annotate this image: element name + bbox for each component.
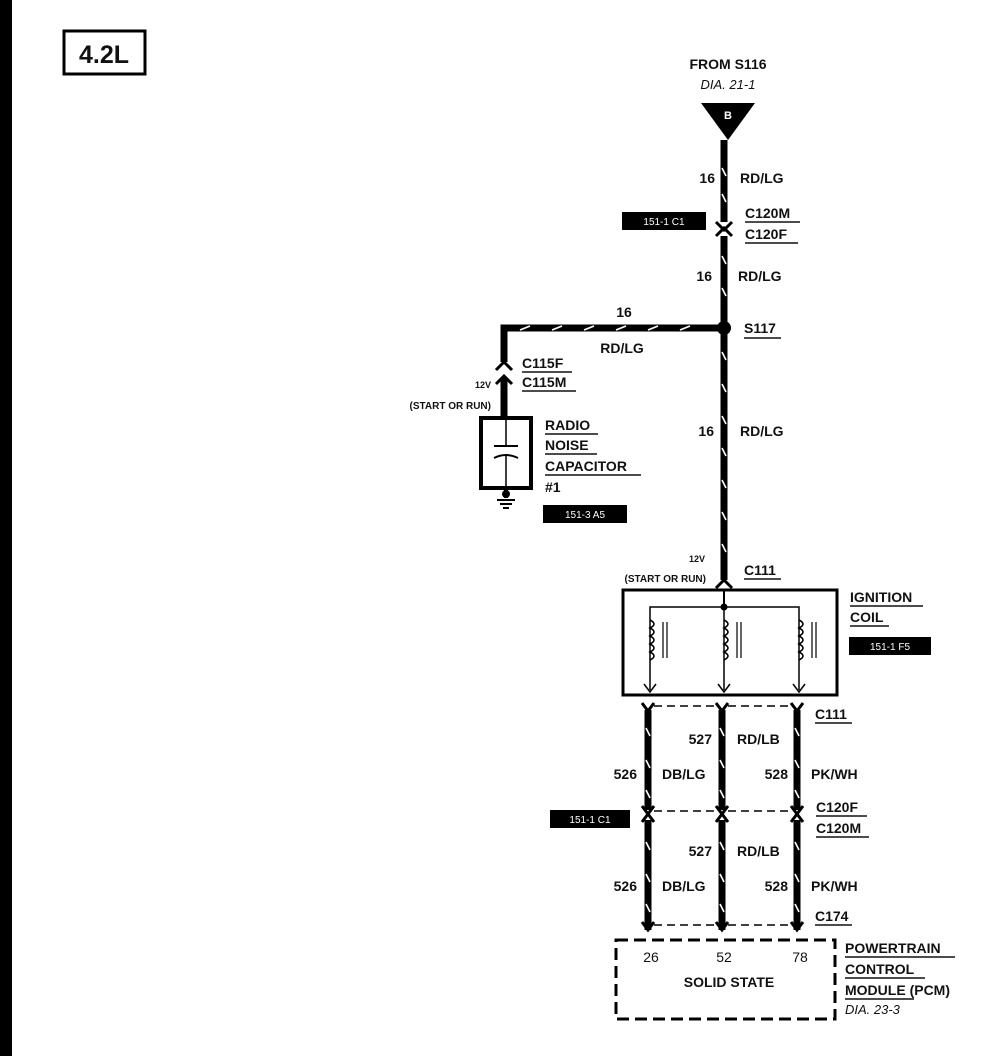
wire-lower-right-color: PK/WH [811,878,858,894]
coil-label-1: IGNITION [850,589,912,605]
wire-upper-right-gauge: 528 [765,766,789,782]
connector-c115 [494,359,514,418]
pcm-box [614,938,837,1021]
pcm-label-3: MODULE (PCM) [845,982,950,998]
ground-icon [497,499,515,509]
ref-badge-coil-text: 151-1 F5 [870,642,910,653]
capacitor-voltage-state: (START OR RUN) [410,401,491,412]
wire-branch [500,324,724,362]
connector-b-letter: B [724,110,732,122]
connector-c111-top [714,577,734,590]
wire-top-segment-2 [720,236,728,328]
radio-noise-capacitor [479,416,533,498]
connector-c120f-bottom-label: C120F [816,799,858,815]
ignition-coil [621,588,839,697]
pcm-state: SOLID STATE [684,974,774,990]
connector-c115m-label: C115M [522,374,566,390]
pcm-pin-78: 78 [792,949,808,965]
wire-upper-left-gauge: 526 [614,766,638,782]
capacitor-label-2: NOISE [545,437,589,453]
coil-label-2: COIL [850,609,884,625]
wire-upper-mid-gauge: 527 [689,731,713,747]
wire-main-segment [720,328,728,580]
connector-c120-bottom [640,805,805,823]
ref-badge-bottom-text: 151-1 C1 [569,815,611,826]
wires-upper-section [644,710,801,810]
ref-badge-top-text: 151-1 C1 [643,217,685,228]
splice-s117-label: S117 [744,320,776,336]
pcm-pin-52: 52 [716,949,732,965]
wire-branch-color: RD/LG [600,340,644,356]
pcm-label-3-main: MODULE [845,982,906,998]
wire-lower-mid-color: RD/LB [737,843,780,859]
coil-voltage-state: (START OR RUN) [625,574,706,585]
wire-lower-right-gauge: 528 [765,878,789,894]
wire-top-segment-1 [720,140,728,222]
wire-main-color: RD/LG [740,423,784,439]
wire-top1-gauge: 16 [699,170,715,186]
connector-c111-top-label: C111 [744,562,776,578]
wire-upper-mid-color: RD/LB [737,731,780,747]
connector-c120-top [714,220,734,238]
engine-label-box: 4.2L [62,29,147,76]
connector-c174 [640,921,805,933]
connector-c174-label: C174 [815,908,849,924]
capacitor-label-4: #1 [545,479,561,495]
from-title: FROM S116 [689,56,766,72]
connector-c120m-bottom-label: C120M [816,820,861,836]
connector-c111-bottom [640,702,805,714]
coil-voltage: 12V [689,554,705,564]
capacitor-label-1: RADIO [545,417,590,433]
connector-c120f-top-label: C120F [745,226,787,242]
ref-badge-bottom [550,810,630,828]
ref-badge-coil [849,637,931,655]
capacitor-label-3: CAPACITOR [545,458,627,474]
ref-badge-capacitor [543,505,627,523]
wire-upper-right-color: PK/WH [811,766,858,782]
pcm-diagram-ref: DIA. 23-3 [845,1002,901,1017]
wire-lower-mid-gauge: 527 [689,843,713,859]
wire-lower-left-color: DB/LG [662,878,706,894]
wires-lower-section [644,820,801,930]
from-diagram-ref: DIA. 21-1 [701,77,756,92]
wire-main-gauge: 16 [698,423,714,439]
wire-lower-left-gauge: 526 [614,878,638,894]
pcm-label-2: CONTROL [845,961,915,977]
capacitor-voltage: 12V [475,380,491,390]
pcm-pin-26: 26 [643,949,659,965]
connector-b-triangle: B [701,103,755,140]
wire-top2-color: RD/LG [738,268,782,284]
ref-badge-top [622,212,706,230]
connector-c115f-label: C115F [522,355,564,371]
wire-top1-color: RD/LG [740,170,784,186]
ref-badge-capacitor-text: 151-3 A5 [565,510,605,521]
wire-top2-gauge: 16 [696,268,712,284]
wire-upper-left-color: DB/LG [662,766,706,782]
engine-label: 4.2L [79,41,129,69]
pcm-label-1: POWERTRAIN [845,940,941,956]
pcm-label-3-suffix: (PCM) [910,982,950,998]
connector-c120m-top-label: C120M [745,205,790,221]
connector-c111-bottom-label: C111 [815,706,847,722]
left-border-strip [0,0,12,1056]
wire-branch-gauge: 16 [616,304,632,320]
